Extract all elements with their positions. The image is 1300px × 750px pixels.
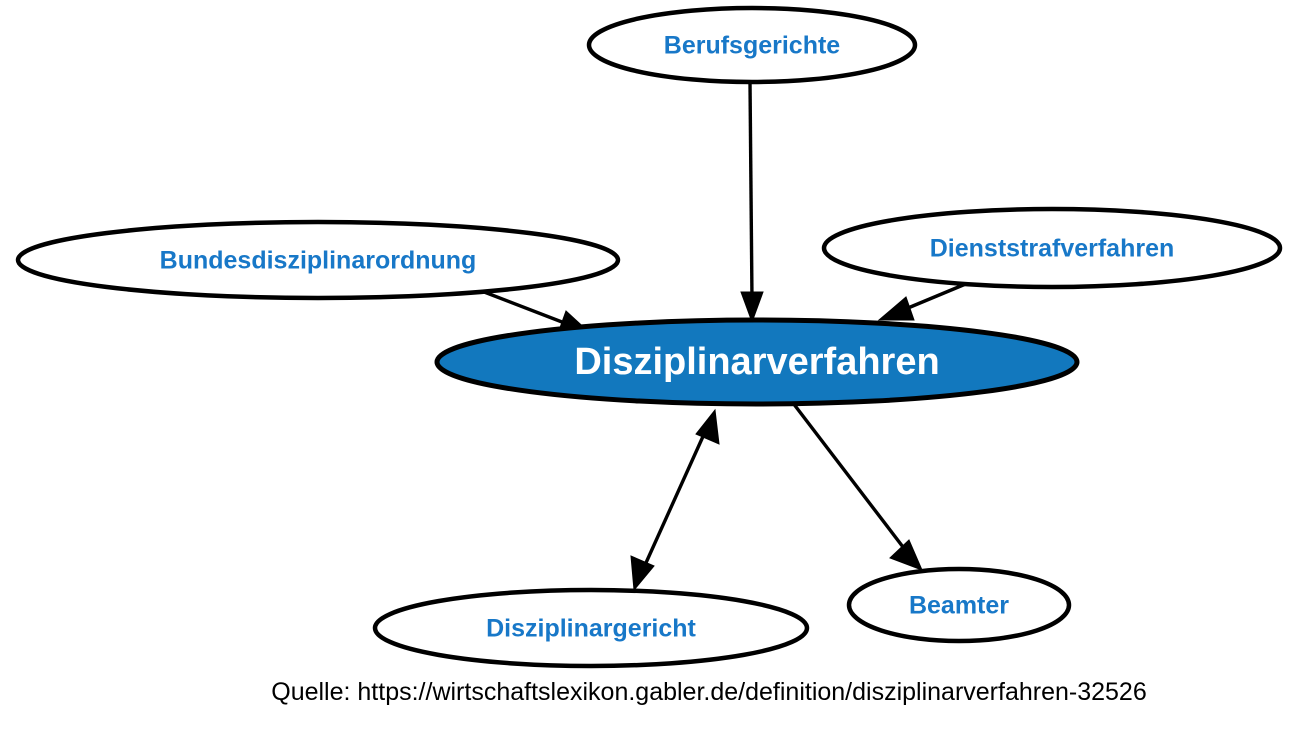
edge-disziplinarverfahren-to-beamter [791, 401, 923, 571]
node-shape-ellipse[interactable] [15, 219, 621, 301]
node-label-bundesdisziplinarordnung: Bundesdisziplinarordnung [160, 247, 477, 275]
node-label-dienststrafverfahren: Dienststrafverfahren [930, 235, 1175, 263]
arrow-head-icon-start [695, 408, 720, 445]
node-shape-ellipse-primary[interactable] [434, 317, 1080, 407]
edge-line [791, 401, 905, 549]
edge-line [907, 281, 969, 310]
edge-dienststrafverfahren-to-disziplinarverfahren [877, 281, 969, 321]
node-shape-ellipse[interactable] [586, 5, 918, 85]
node-layer: Berufsgerichte Bundesdisziplinarordnung … [15, 5, 1283, 669]
node-berufsgerichte[interactable]: Berufsgerichte [586, 5, 918, 85]
edge-berufsgerichte-to-disziplinarverfahren [740, 81, 764, 324]
node-bundesdisziplinarordnung[interactable]: Bundesdisziplinarordnung [15, 219, 621, 301]
node-dienststrafverfahren[interactable]: Dienststrafverfahren [821, 206, 1283, 290]
node-label-berufsgerichte: Berufsgerichte [664, 32, 841, 60]
node-disziplinargericht[interactable]: Disziplinargericht [372, 587, 810, 669]
edge-line [748, 81, 754, 301]
arrow-head-icon [889, 539, 923, 571]
node-shape-ellipse[interactable] [846, 566, 1072, 644]
node-label-beamter: Beamter [909, 592, 1009, 620]
node-shape-ellipse[interactable] [821, 206, 1283, 290]
node-label-disziplinarverfahren: Disziplinarverfahren [574, 341, 939, 383]
source-caption: Quelle: https://wirtschaftslexikon.gable… [271, 678, 1147, 706]
node-shape-ellipse[interactable] [372, 587, 810, 669]
node-disziplinarverfahren[interactable]: Disziplinarverfahren [434, 317, 1080, 407]
edge-disziplinarverfahren-to-disziplinargericht [630, 408, 720, 592]
arrow-head-icon-end [630, 555, 655, 592]
arrow-head-icon [877, 296, 915, 321]
edge-line [643, 431, 707, 566]
arrow-head-icon [740, 291, 764, 324]
node-label-disziplinargericht: Disziplinargericht [486, 615, 696, 643]
node-beamter[interactable]: Beamter [846, 566, 1072, 644]
